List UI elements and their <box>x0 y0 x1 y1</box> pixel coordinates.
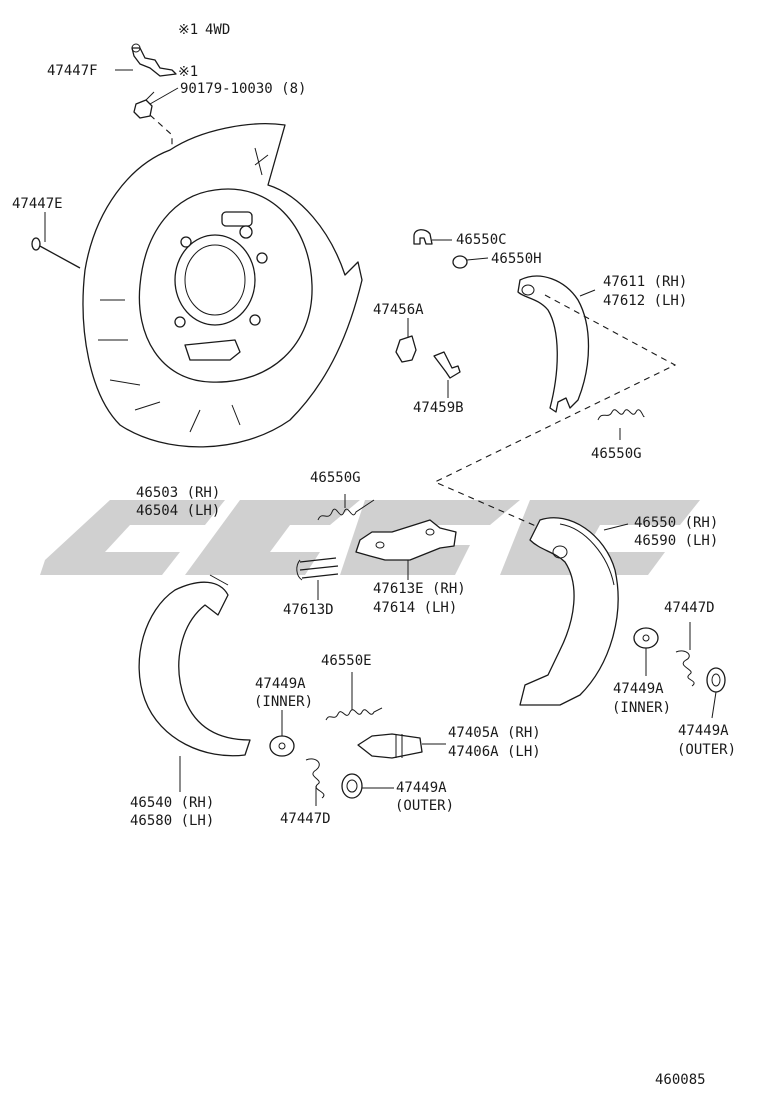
label-47447D-left: 47447D <box>280 811 331 827</box>
label-inner-right: (INNER) <box>612 700 671 716</box>
label-47612: 47612 (LH) <box>603 293 687 309</box>
label-46550G-right: 46550G <box>591 446 642 462</box>
lower-anchor <box>184 339 241 361</box>
label-47613D: 47613D <box>283 602 334 618</box>
adjuster-47405A <box>357 733 423 759</box>
label-47406A: 47406A (LH) <box>448 744 541 760</box>
spring-47447D-right <box>675 650 695 687</box>
label-46504: 46504 (LH) <box>136 503 220 519</box>
label-46550C: 46550C <box>456 232 507 248</box>
label-47405A: 47405A (RH) <box>448 725 541 741</box>
cup-47449A-inner-left <box>269 735 295 757</box>
diagram-id: 460085 <box>655 1072 706 1088</box>
backing-plate-assembly <box>82 123 363 448</box>
bolt-47459B <box>433 351 461 379</box>
parking-brake-lever-47611 <box>517 275 590 413</box>
brake-shoe-46550 <box>519 517 619 706</box>
spring-47447D-left <box>305 758 325 799</box>
spring-46550E <box>325 707 383 721</box>
washer-46550H <box>452 255 468 269</box>
label-outer-left: (OUTER) <box>395 798 454 814</box>
label-47449A-outer-right: 47449A <box>678 723 729 739</box>
label-47449A-outer-left: 47449A <box>396 780 447 796</box>
label-47447E: 47447E <box>12 196 63 212</box>
label-46540: 46540 (RH) <box>130 795 214 811</box>
label-46550E: 46550E <box>321 653 372 669</box>
label-90179: 90179-10030 (8) <box>180 81 306 97</box>
spring-46550G-right <box>597 409 645 421</box>
hub-opening <box>174 234 256 326</box>
bolt-hole <box>174 316 186 328</box>
brake-shoe-46540 <box>138 574 251 757</box>
label-46550: 46550 (RH) <box>634 515 718 531</box>
clip-46550C <box>413 229 433 245</box>
strut-47613E <box>355 519 457 561</box>
cable-clip-47447F <box>131 43 177 77</box>
note-ref-mark: ※1 <box>178 64 198 80</box>
spring-47613D <box>296 557 339 581</box>
label-46503: 46503 (RH) <box>136 485 220 501</box>
label-47613E: 47613E (RH) <box>373 581 466 597</box>
label-46580: 46580 (LH) <box>130 813 214 829</box>
label-47449A-inner-right: 47449A <box>613 681 664 697</box>
label-46590: 46590 (LH) <box>634 533 718 549</box>
cup-47449A-outer-left <box>341 773 363 799</box>
bolt-hole <box>249 314 261 326</box>
label-46550H: 46550H <box>491 251 542 267</box>
wheel-cylinder-stub <box>221 211 253 227</box>
label-47447D-right: 47447D <box>664 600 715 616</box>
plate-47456A <box>395 335 417 363</box>
hold-down-pin-47447E <box>31 237 81 269</box>
bolt-hole <box>180 236 192 248</box>
label-outer-right: (OUTER) <box>677 742 736 758</box>
cup-47449A-inner-right <box>633 627 659 649</box>
label-47447F: 47447F <box>47 63 98 79</box>
label-46550G-left: 46550G <box>310 470 361 486</box>
spring-46550G-left <box>317 499 375 521</box>
label-47614: 47614 (LH) <box>373 600 457 616</box>
label-47611: 47611 (RH) <box>603 274 687 290</box>
label-47449A-inner-left: 47449A <box>255 676 306 692</box>
cup-47449A-outer-right <box>706 667 726 693</box>
label-47456A: 47456A <box>373 302 424 318</box>
note-mark: ※1 <box>178 22 198 38</box>
bolt-90179 <box>133 91 155 119</box>
note-text: 4WD <box>205 22 230 38</box>
bolt-hole <box>256 252 268 264</box>
label-47459B: 47459B <box>413 400 464 416</box>
label-inner-left: (INNER) <box>254 694 313 710</box>
